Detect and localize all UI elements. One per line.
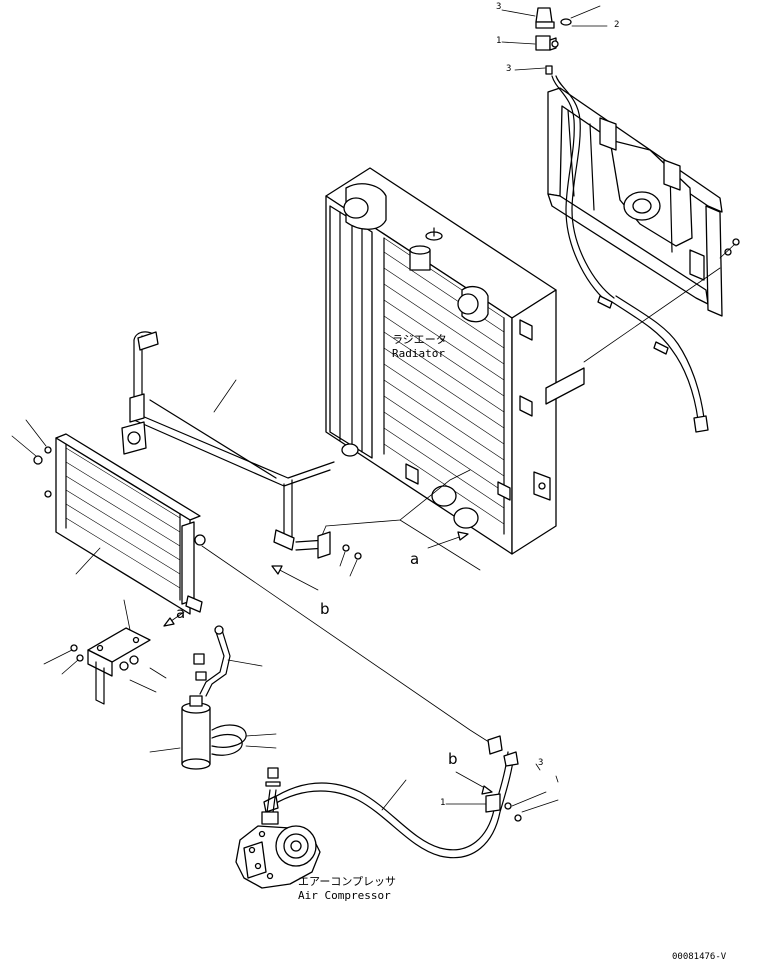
view-ref-b-condenser: b [320,600,330,618]
top-small-parts [501,5,608,75]
view-line-a [583,267,721,363]
receiver-drier [43,599,277,770]
air-compressor-assembly [235,735,559,889]
view-ref-b-hose: b [448,750,458,768]
callout-top-1: 1 [496,36,502,46]
condenser [11,419,206,615]
bracket-assembly [547,75,740,433]
radiator [325,167,585,555]
view-ref-a-radiator: a [410,550,420,568]
callout-top-2: 2 [614,20,620,30]
compressor-label-jp: エアーコンプレッサ [298,875,397,888]
pipe-frame [121,331,362,577]
callout-top-3b: 3 [506,64,512,74]
callout-top-3a: 3 [496,2,502,12]
view-line-b [201,545,493,745]
radiator-label-en: Radiator [392,347,445,360]
drawing-code: 00081476-V [672,952,727,962]
view-ref-a-drier: a [176,604,186,622]
radiator-label-jp: ラジエータ [392,333,447,346]
callout-mid-3: 3 [538,758,544,768]
compressor-label-en: Air Compressor [298,889,391,902]
callout-mid-1: 1 [440,798,446,808]
